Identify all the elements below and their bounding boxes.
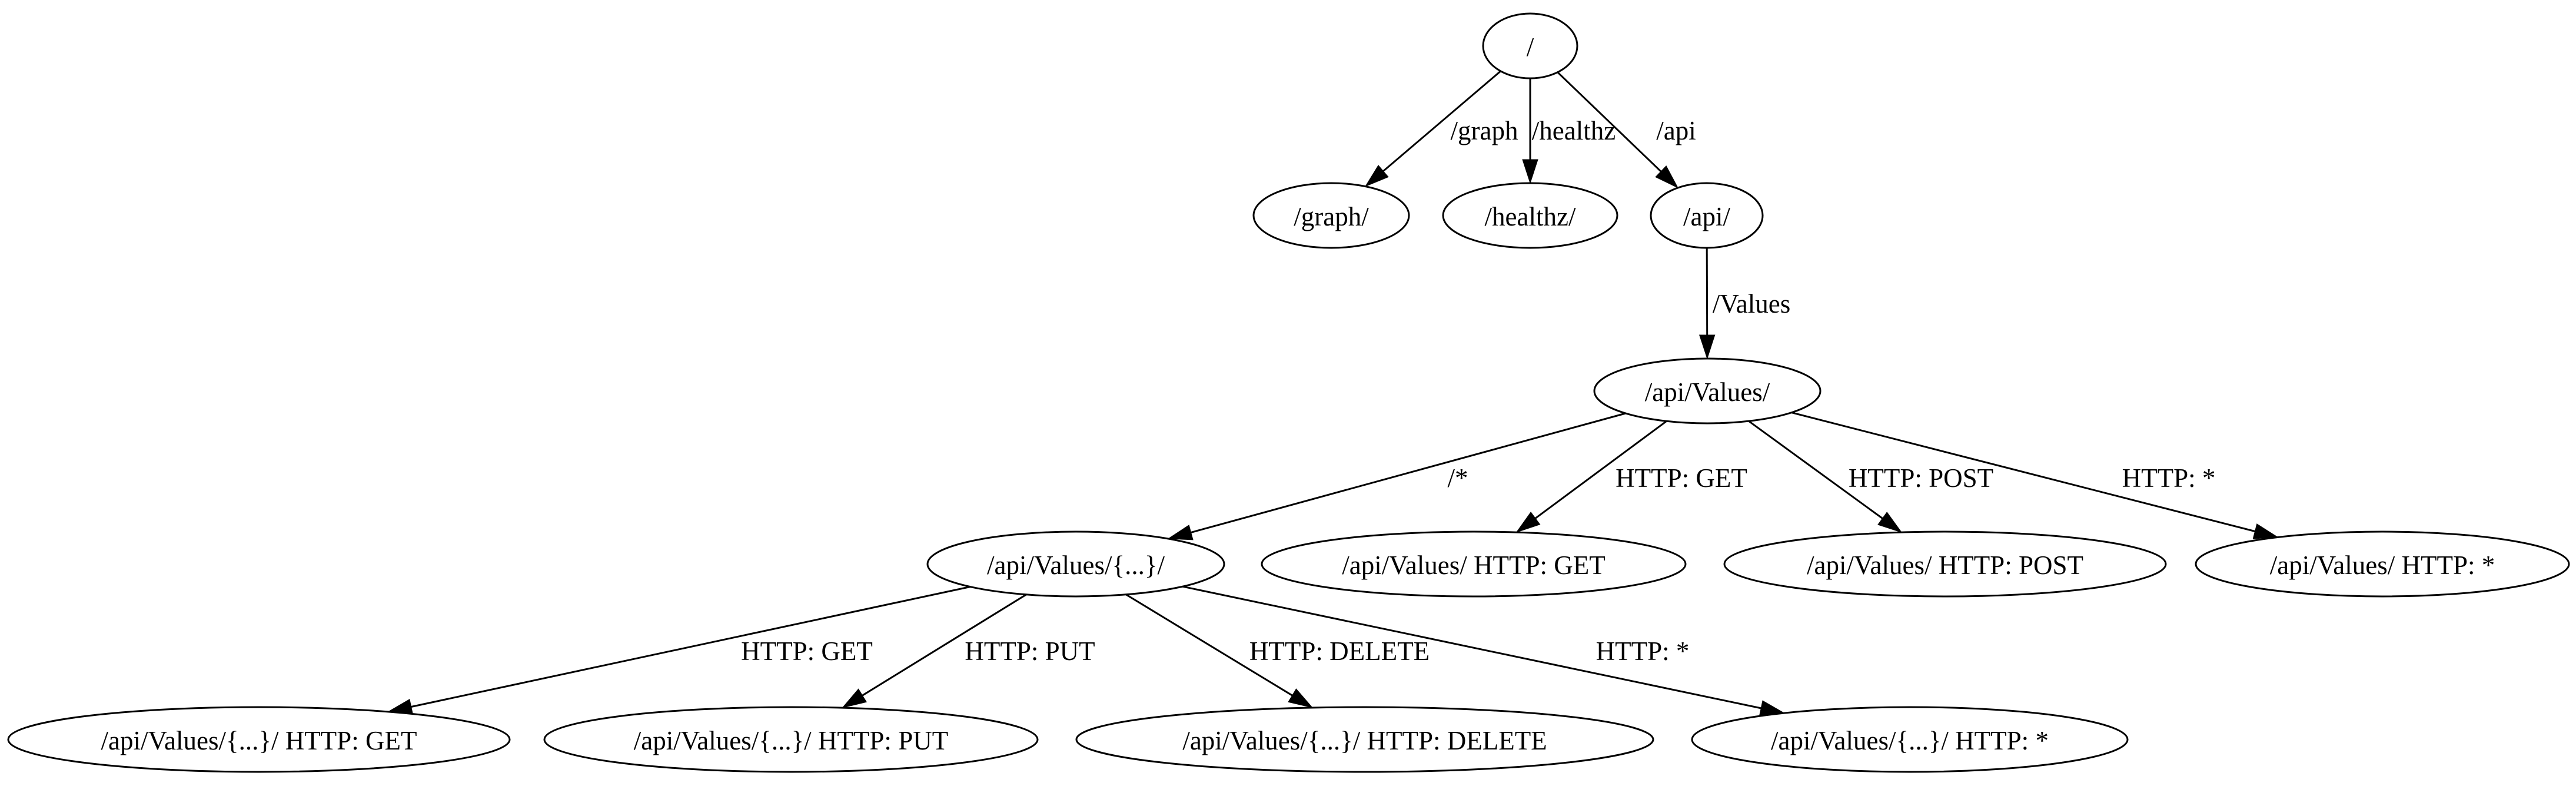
- edge-label: HTTP: GET: [741, 636, 873, 666]
- arrowhead-icon: [1522, 159, 1538, 184]
- edge-label: HTTP: GET: [1616, 463, 1747, 493]
- node-ellipse: [7, 706, 511, 773]
- node-param-any: /api/Values/{...}/ HTTP: *: [1691, 706, 2129, 773]
- node-ellipse: [1482, 12, 1578, 79]
- edge-label: /healthz: [1532, 116, 1616, 145]
- edge-line: [1182, 585, 1761, 709]
- edge-label: HTTP: *: [1596, 636, 1690, 666]
- edge-line: [1791, 412, 2255, 532]
- node-ellipse: [2195, 530, 2570, 598]
- node-label: /api/Values/{...}/ HTTP: *: [1771, 726, 2049, 755]
- edge-label: HTTP: *: [2122, 463, 2216, 493]
- edge-label: /api: [1656, 116, 1696, 145]
- node-param-delete: /api/Values/{...}/ HTTP: DELETE: [1075, 706, 1654, 773]
- node-label: /api/Values/{...}/ HTTP: PUT: [634, 726, 948, 755]
- edge-label: HTTP: PUT: [965, 636, 1095, 666]
- node-label: /api/Values/{...}/ HTTP: GET: [101, 726, 417, 755]
- edge-root-graph: [1364, 70, 1501, 187]
- arrowhead-icon: [1364, 164, 1389, 187]
- node-label: /api/Values/ HTTP: POST: [1807, 550, 2083, 580]
- node-api-values-get: /api/Values/ HTTP: GET: [1261, 530, 1687, 598]
- node-healthz: /healthz/: [1442, 182, 1618, 249]
- node-label: /api/Values/ HTTP: *: [2270, 550, 2495, 580]
- edge-label: HTTP: POST: [1849, 463, 1993, 493]
- node-ellipse: [1442, 182, 1618, 249]
- edge-labels-layer: /graph/healthz/api/Values /* HTTP: GET HTTP…: [741, 116, 2215, 666]
- arrowhead-icon: [842, 688, 867, 709]
- node-api-values-param: /api/Values/{...}/: [926, 530, 1225, 598]
- node-root: /: [1482, 12, 1578, 79]
- edge-api-api-values: [1699, 247, 1716, 360]
- node-ellipse: [926, 530, 1225, 598]
- edge-line: [1382, 70, 1501, 172]
- arrowhead-icon: [1699, 334, 1716, 360]
- edge-line: [1535, 420, 1667, 519]
- node-ellipse: [543, 706, 1039, 773]
- edge-label: HTTP: DELETE: [1249, 636, 1430, 666]
- node-api: /api/: [1650, 182, 1764, 249]
- node-label: /graph/: [1294, 202, 1369, 231]
- edge-api-values-api-values-get: [1515, 420, 1667, 533]
- edge-label: /graph: [1451, 116, 1518, 145]
- node-ellipse: [1075, 706, 1654, 773]
- edge-line: [1191, 412, 1626, 533]
- node-ellipse: [1723, 530, 2167, 598]
- node-ellipse: [1650, 182, 1764, 249]
- node-param-put: /api/Values/{...}/ HTTP: PUT: [543, 706, 1039, 773]
- arrowhead-icon: [1655, 165, 1679, 189]
- node-ellipse: [1252, 182, 1410, 249]
- edge-line: [1748, 420, 1883, 519]
- node-graph: /graph/: [1252, 182, 1410, 249]
- arrowhead-icon: [1877, 512, 1903, 533]
- edge-line: [862, 593, 1027, 697]
- edge-api-values-param-param-get: [387, 586, 970, 715]
- node-api-values-post: /api/Values/ HTTP: POST: [1723, 530, 2167, 598]
- edges-layer: [387, 70, 2279, 717]
- node-label: /api/Values/{...}/: [987, 550, 1165, 580]
- node-label: /: [1527, 32, 1534, 62]
- arrowhead-icon: [1167, 525, 1194, 540]
- edge-label: /*: [1447, 463, 1468, 493]
- edge-api-values-param-param-delete: [1125, 593, 1314, 708]
- node-api-values-any: /api/Values/ HTTP: *: [2195, 530, 2570, 598]
- node-ellipse: [1593, 357, 1822, 424]
- edge-api-values-api-values-post: [1748, 420, 1903, 533]
- node-param-get: /api/Values/{...}/ HTTP: GET: [7, 706, 511, 773]
- node-label: /api/Values/ HTTP: GET: [1342, 550, 1605, 580]
- node-label: /api/Values/{...}/ HTTP: DELETE: [1182, 726, 1547, 755]
- edge-api-values-param-param-put: [842, 593, 1027, 709]
- node-api-values: /api/Values/: [1593, 357, 1822, 424]
- nodes-layer: / /graph/ /healthz/ /api/ /api/Values/ /api/V…: [7, 12, 2570, 773]
- node-ellipse: [1691, 706, 2129, 773]
- node-label: /healthz/: [1485, 202, 1576, 231]
- node-label: /api/Values/: [1645, 377, 1770, 407]
- edge-root-api: [1557, 71, 1679, 189]
- edge-root-healthz: [1522, 78, 1538, 184]
- edge-api-values-api-values-param: [1167, 412, 1626, 540]
- arrowhead-icon: [1515, 512, 1541, 533]
- edge-label: /Values: [1713, 289, 1790, 319]
- node-ellipse: [1261, 530, 1687, 598]
- node-label: /api/: [1683, 202, 1730, 231]
- edge-line: [411, 586, 970, 708]
- arrowhead-icon: [1288, 688, 1314, 708]
- edge-line: [1125, 593, 1293, 697]
- edge-line: [1557, 71, 1662, 173]
